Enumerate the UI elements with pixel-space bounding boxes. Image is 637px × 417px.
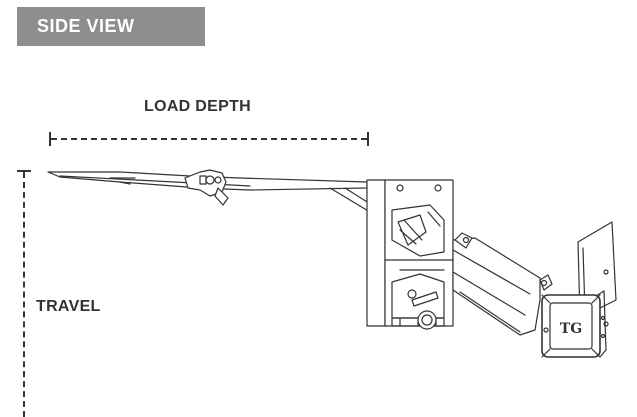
latch-bracket xyxy=(185,170,228,205)
load-depth-label: LOAD DEPTH xyxy=(144,98,251,115)
travel-label: TRAVEL xyxy=(36,298,101,315)
load-depth-dimension-line xyxy=(49,132,369,146)
travel-dimension-line xyxy=(17,170,31,417)
brand-end-cap: TG xyxy=(540,275,608,357)
brand-mark: TG xyxy=(560,321,582,337)
view-title: SIDE VIEW xyxy=(37,16,135,36)
articulating-arm xyxy=(453,233,540,335)
clamp-body xyxy=(367,180,453,329)
view-title-badge: SIDE VIEW xyxy=(17,7,205,46)
